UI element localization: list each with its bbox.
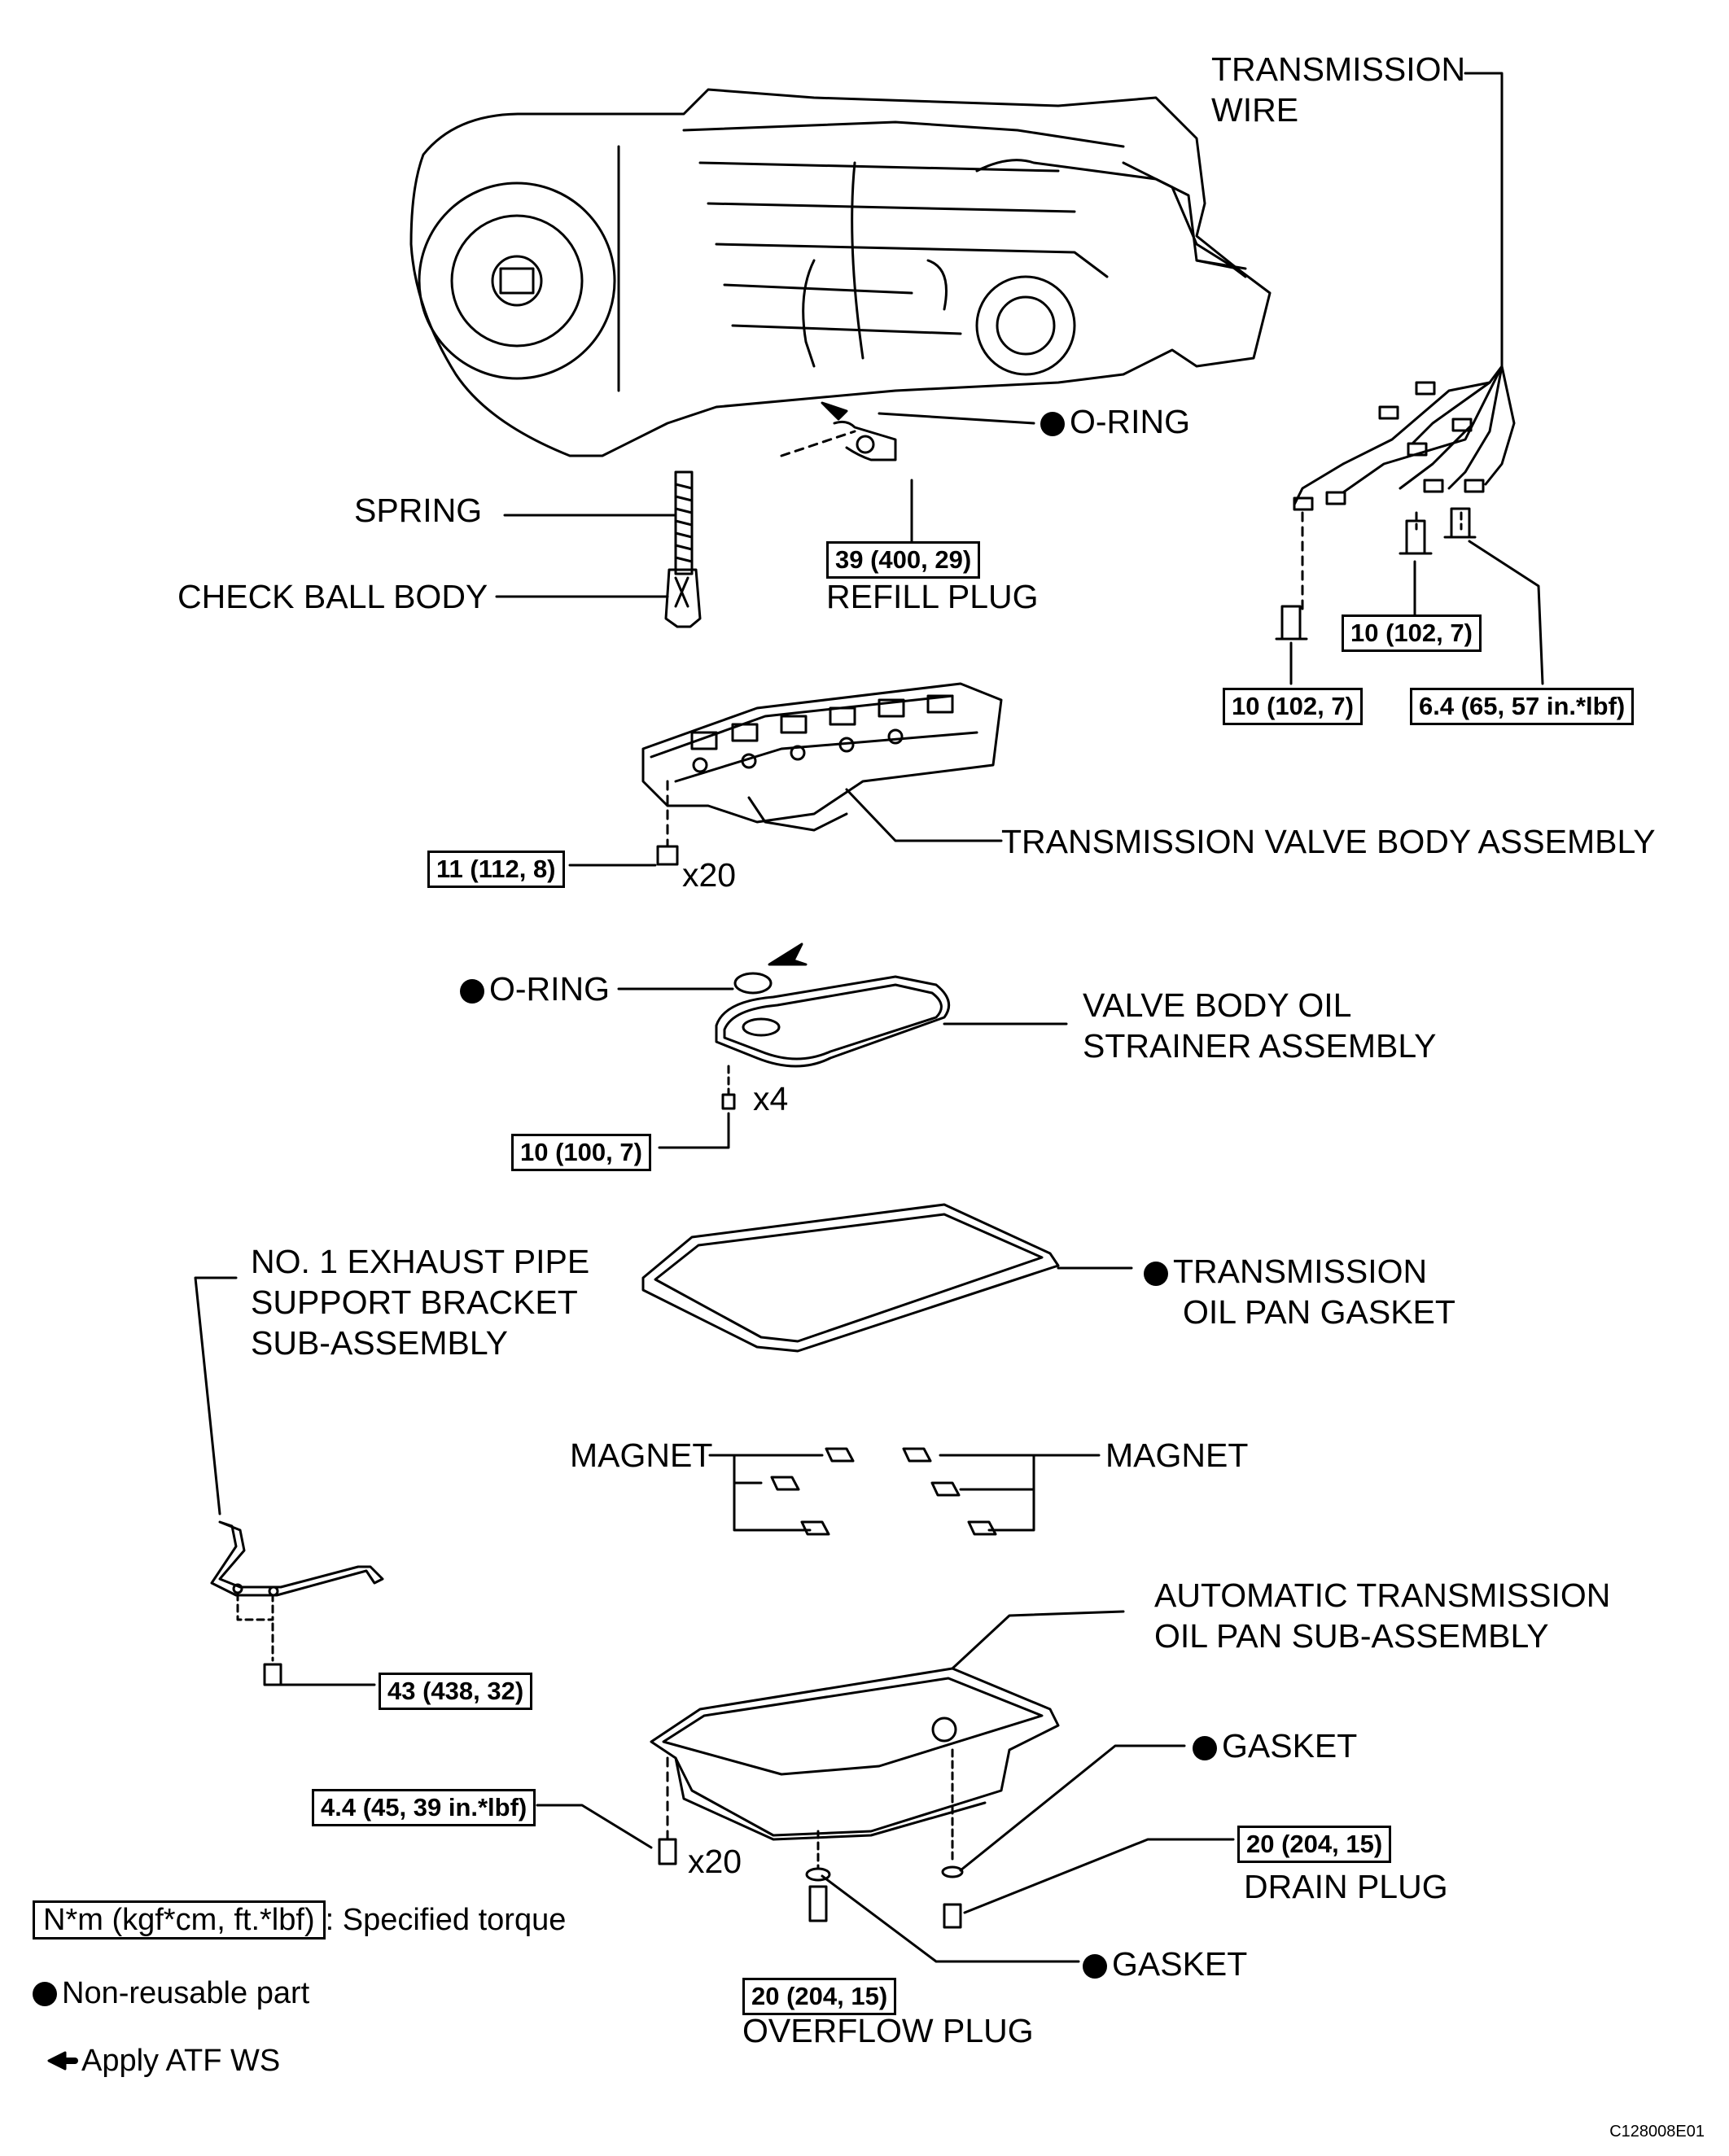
- legend-torque: N*m (kgf*cm, ft.*lbf): Specified torque: [33, 1900, 566, 1940]
- refill-plug-torque: 39 (400, 29): [826, 541, 981, 579]
- non-reusable-icon: [460, 979, 484, 1004]
- wire-bolt-right-torque: 6.4 (65, 57 in.*lbf): [1410, 688, 1635, 725]
- legend-torque-unit: N*m (kgf*cm, ft.*lbf): [33, 1900, 326, 1940]
- non-reusable-icon: [33, 1982, 57, 2006]
- oil-pan-drawing: [536, 1610, 1235, 1963]
- valve-body-label: TRANSMISSION VALVE BODY ASSEMBLY: [1001, 823, 1656, 860]
- gasket-bottom-label: GASKET: [1083, 1944, 1247, 1984]
- strainer-drawing: [658, 975, 1068, 1149]
- transmission-wire-label: TRANSMISSION WIRE: [1211, 50, 1466, 129]
- transmission-wire-drawing: [1275, 72, 1544, 685]
- strainer-bolt-count: x4: [753, 1080, 789, 1117]
- check-ball-body-label: CHECK BALL BODY: [177, 578, 488, 615]
- overflow-plug-torque: 20 (204, 15): [742, 1978, 897, 2015]
- exhaust-bracket-label: NO. 1 EXHAUST PIPE SUPPORT BRACKET SUB-A…: [251, 1243, 590, 1362]
- oil-pan-label: AUTOMATIC TRANSMISSION OIL PAN SUB-ASSEM…: [1154, 1577, 1611, 1655]
- check-ball-body-drawing: [495, 568, 702, 628]
- valve-body-torque: 11 (112, 8): [427, 851, 565, 888]
- wire-bolt-mid-torque: 10 (102, 7): [1342, 614, 1482, 652]
- oil-pan-torque: 4.4 (45, 39 in.*lbf): [312, 1789, 536, 1826]
- strainer-torque: 10 (100, 7): [511, 1134, 651, 1171]
- spring-drawing: [503, 470, 694, 575]
- magnets-drawing: [708, 1447, 1101, 1536]
- magnet-right-label: MAGNET: [1105, 1437, 1249, 1474]
- valve-body-bolt-count: x20: [682, 856, 737, 894]
- pan-gasket-label: TRANSMISSION OIL PAN GASKET: [1144, 1251, 1455, 1332]
- legend-non-reusable: Non-reusable part: [33, 1974, 309, 2013]
- o-ring-mid-label: O-RING: [460, 969, 610, 1009]
- drain-plug-label: DRAIN PLUG: [1244, 1868, 1448, 1905]
- non-reusable-icon: [1040, 412, 1065, 436]
- transmission-housing-drawing: [409, 88, 1272, 461]
- gasket-right-label: GASKET: [1193, 1725, 1357, 1766]
- refill-plug-label: REFILL PLUG: [826, 578, 1039, 615]
- magnet-left-label: MAGNET: [570, 1437, 713, 1474]
- spring-label: SPRING: [354, 492, 483, 529]
- o-ring-top-label: O-RING: [1040, 401, 1190, 442]
- oil-pan-bolt-count: x20: [688, 1843, 742, 1880]
- overflow-plug-label: OVERFLOW PLUG: [742, 2012, 1034, 2049]
- o-ring-mid-drawing: [733, 972, 773, 995]
- legend-torque-desc: : Specified torque: [325, 1903, 567, 1937]
- figure-code: C128008E01: [1609, 2123, 1705, 2141]
- legend-apply-atf: Apply ATF WS: [81, 2044, 281, 2078]
- atf-arrow-strainer: [768, 942, 808, 966]
- bracket-torque: 43 (438, 32): [379, 1673, 533, 1710]
- non-reusable-icon: [1083, 1954, 1107, 1979]
- valve-body-drawing: [568, 682, 1003, 867]
- wire-bolt-left-torque: 10 (102, 7): [1223, 688, 1363, 725]
- non-reusable-icon: [1193, 1736, 1217, 1760]
- strainer-label: VALVE BODY OIL STRAINER ASSEMBLY: [1083, 986, 1437, 1065]
- drain-plug-torque: 20 (204, 15): [1237, 1826, 1392, 1863]
- exhaust-bracket-drawing: [194, 1276, 384, 1686]
- atf-arrow-refill: [821, 401, 848, 421]
- oil-pan-gasket-drawing: [641, 1203, 1133, 1353]
- non-reusable-icon: [1144, 1262, 1168, 1286]
